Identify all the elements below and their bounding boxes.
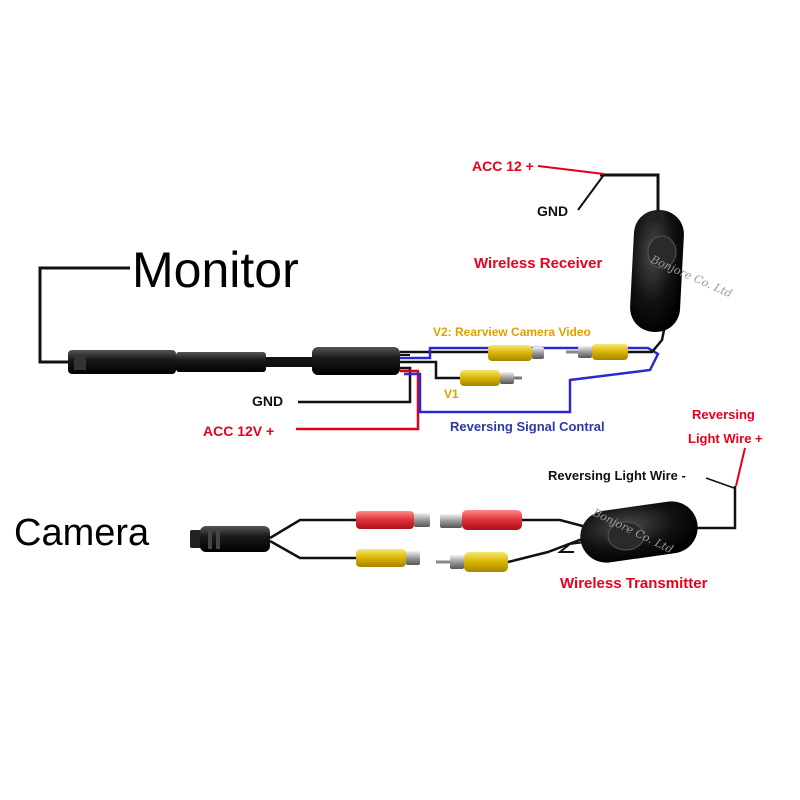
gnd-left-label: GND [252,393,283,409]
camera-y-cable [269,518,360,560]
wireless-receiver-label: Wireless Receiver [474,255,602,272]
v1-wire [400,360,462,380]
reversing-light-plus-label-2: Light Wire + [688,431,763,446]
receiver-power-cable [537,165,660,222]
camera-plug [190,526,270,552]
transmitter-video-rca [436,534,591,572]
reversing-light-minus-label: Reversing Light Wire - [548,468,686,483]
monitor-label: Monitor [132,242,299,298]
camera-label: Camera [14,512,150,554]
reversing-signal-wire [400,346,660,414]
v1-rca [460,370,522,386]
v1-label: V1 [444,387,459,401]
acc12-top-label: ACC 12 + [472,158,534,174]
wireless-transmitter-label: Wireless Transmitter [560,575,708,592]
v2-label: V2: Rearview Camera Video [433,325,591,339]
v2-rca-female [488,345,544,361]
camera-video-rca [356,549,420,567]
monitor-cable [38,266,130,364]
monitor-connector [68,350,314,374]
reversing-light-plus-label-1: Reversing [692,407,755,422]
transmitter-power-rca [440,510,591,530]
wiring-harness [312,347,410,375]
wireless-transmitter-device [580,501,698,563]
gnd-top-label: GND [537,203,568,219]
acc12v-left-label: ACC 12V + [203,423,274,439]
reversing-signal-label: Reversing Signal Contral [450,419,605,434]
harness-power-wires [296,366,420,431]
wireless-receiver-device [630,209,684,333]
camera-power-rca [356,511,430,529]
